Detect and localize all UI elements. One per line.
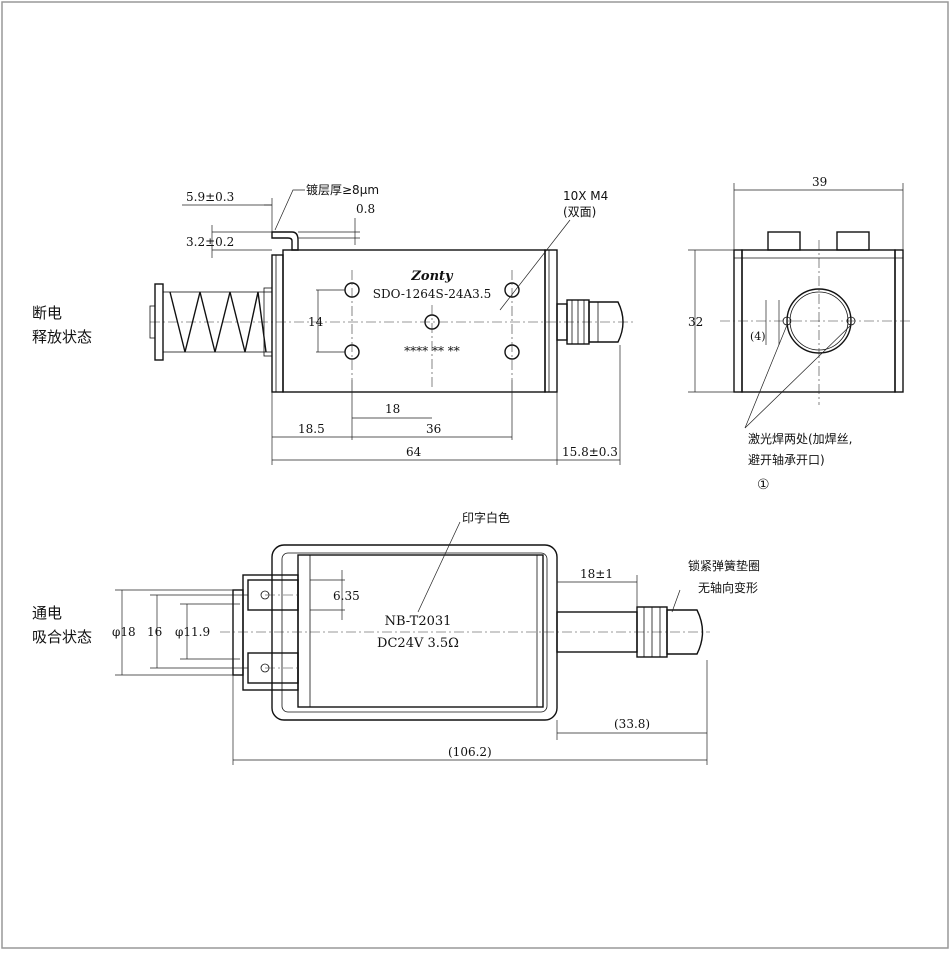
state-on-label-1: 通电	[32, 604, 62, 622]
dim-hole-36: 36	[426, 422, 441, 436]
dim-dia-inner: φ11.9	[175, 625, 210, 639]
front-bracket	[271, 231, 299, 251]
state-off-label-2: 释放状态	[32, 328, 92, 346]
side-dim-gap: (4)	[750, 330, 766, 343]
front-model: SDO-1264S-24A3.5	[373, 287, 491, 301]
dim-overall: (106.2)	[448, 745, 492, 759]
state-on-label-2: 吸合状态	[32, 628, 92, 646]
front-brand: Zonty	[410, 269, 454, 284]
dim-hole-18: 18	[385, 402, 400, 416]
washer-note-line1: 锁紧弹簧垫圈	[688, 558, 760, 573]
front-spring	[169, 291, 267, 353]
front-stars: **** ** **	[404, 344, 460, 358]
thread-note-line2: (双面)	[563, 205, 596, 219]
bottom-view: NB-T2031 DC24V 3.5Ω 印字白色 锁紧弹簧垫圈 无轴向变形 φ1…	[112, 510, 760, 765]
coil-label-line2: DC24V 3.5Ω	[377, 636, 459, 651]
state-off-label-1: 断电	[32, 304, 62, 322]
dim-terminal: 6.35	[333, 589, 360, 603]
weld-note-line2: 避开轴承开口)	[748, 452, 825, 467]
side-view: 39 32 (4) 激光焊两处(加焊丝, 避开轴承开口) ①	[688, 175, 912, 493]
weld-note-line1: 激光焊两处(加焊丝,	[748, 431, 853, 446]
dim-dia-outer: φ18	[112, 625, 136, 639]
dim-stroke: 18±1	[580, 567, 613, 581]
dim-dia-mid: 16	[147, 625, 162, 639]
circle-ref: ①	[757, 477, 770, 493]
side-tab-left	[767, 231, 801, 251]
front-shaft	[556, 299, 624, 345]
plating-note: 镀层厚≥8μm	[306, 183, 379, 197]
print-note: 印字白色	[462, 510, 510, 525]
dim-bracket-width: 5.9±0.3	[186, 190, 234, 204]
dim-bracket-thick: 3.2±0.2	[186, 235, 234, 249]
bottom-shaft-nut	[636, 606, 704, 658]
bottom-terminal-block	[242, 574, 299, 691]
side-tab-right	[836, 231, 870, 251]
dim-shaft-ext: 15.8±0.3	[562, 445, 618, 459]
dim-shaft-ref: (33.8)	[614, 717, 650, 731]
side-dim-height: 32	[688, 315, 703, 329]
dim-hole-spacing: 14	[308, 315, 324, 329]
washer-note-line2: 无轴向变形	[698, 580, 758, 595]
dim-left-offset: 18.5	[298, 422, 325, 436]
dim-body-length: 64	[406, 445, 422, 459]
side-dim-width: 39	[812, 175, 827, 189]
front-dimensions: 5.9±0.3 3.2±0.2 0.8 镀层厚≥8μm 10X M4 (双面) …	[182, 183, 621, 465]
dim-plate: 0.8	[356, 202, 375, 216]
thread-note-line1: 10X M4	[563, 189, 608, 203]
bottom-dimensions: φ18 16 φ11.9 6.35 18±1 (33.8) (106.2)	[112, 567, 708, 765]
front-view: Zonty SDO-1264S-24A3.5 **** ** ** 5.9±0.…	[149, 183, 635, 465]
coil-label-line1: NB-T2031	[385, 614, 452, 629]
